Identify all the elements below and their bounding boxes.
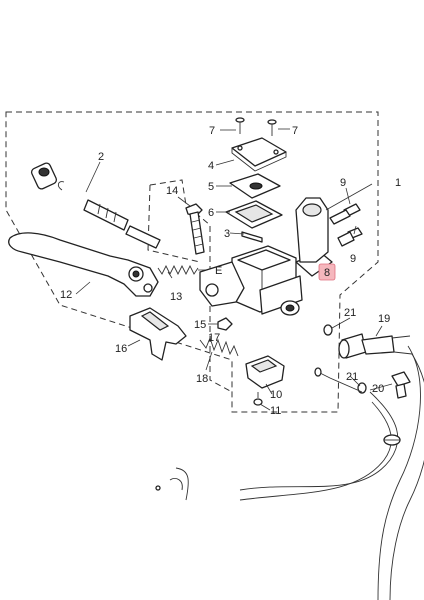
washer-21-upper xyxy=(323,324,333,336)
assembly-boundary xyxy=(5,111,379,413)
pivot-bolt xyxy=(185,203,205,255)
callout-12: 12 xyxy=(60,289,72,301)
callout-3: 3 xyxy=(224,228,230,240)
hose-fitting xyxy=(338,333,413,359)
master-cylinder-body xyxy=(231,197,333,316)
callout-7-left: 7 xyxy=(209,125,215,137)
clip xyxy=(241,231,263,243)
bottom-cable-2 xyxy=(169,478,183,491)
callout-11: 11 xyxy=(270,405,281,417)
callout-10: 10 xyxy=(270,389,282,401)
bolt-lower xyxy=(337,227,363,247)
brake-hose-2 xyxy=(389,353,424,600)
screw-right xyxy=(267,119,277,136)
switch-bracket xyxy=(129,307,187,361)
callout-16: 16 xyxy=(115,343,127,355)
bolt-upper xyxy=(329,203,361,225)
spring-13 xyxy=(157,264,199,276)
callout-21-lower: 21 xyxy=(346,371,358,383)
hose-clamp xyxy=(383,434,401,446)
callout-8: 8 xyxy=(324,267,330,279)
washer-21-lower xyxy=(357,382,367,394)
brake-hose-1 xyxy=(377,345,421,600)
callout-9-lower: 9 xyxy=(350,253,356,265)
diaphragm-inner xyxy=(234,204,274,223)
callout-8-highlight xyxy=(318,263,336,281)
callout-7-right: 7 xyxy=(292,125,298,137)
sub-assembly-boundary-2 xyxy=(147,184,201,263)
callout-4: 4 xyxy=(208,160,214,172)
leader-lines xyxy=(75,128,393,411)
union-bolt-20 xyxy=(391,371,411,399)
screw-left xyxy=(235,117,245,134)
callout-17: 17 xyxy=(208,332,220,344)
callout-9-upper: 9 xyxy=(340,177,346,189)
callout-13: 13 xyxy=(170,291,182,303)
callout-6: 6 xyxy=(208,207,214,219)
callout-15: 15 xyxy=(194,319,206,331)
brake-lever xyxy=(8,232,159,297)
brake-hose-4 xyxy=(239,401,392,501)
callout-19: 19 xyxy=(378,313,390,325)
connector-line xyxy=(317,371,363,393)
callout-1: 1 xyxy=(395,177,401,189)
reference-e: E xyxy=(215,265,222,277)
brake-switch xyxy=(245,355,285,389)
brake-hose-3 xyxy=(239,391,399,491)
callout-5: 5 xyxy=(208,181,214,193)
screw-11 xyxy=(253,392,263,406)
callout-18: 18 xyxy=(196,373,208,385)
callout-20: 20 xyxy=(372,383,384,395)
nut-15 xyxy=(217,317,233,331)
callout-2: 2 xyxy=(98,151,104,163)
bottom-cable xyxy=(175,467,189,501)
callout-21-upper: 21 xyxy=(344,307,356,319)
callout-14: 14 xyxy=(166,185,178,197)
spring-18 xyxy=(199,336,239,357)
piston-kit xyxy=(30,162,161,249)
